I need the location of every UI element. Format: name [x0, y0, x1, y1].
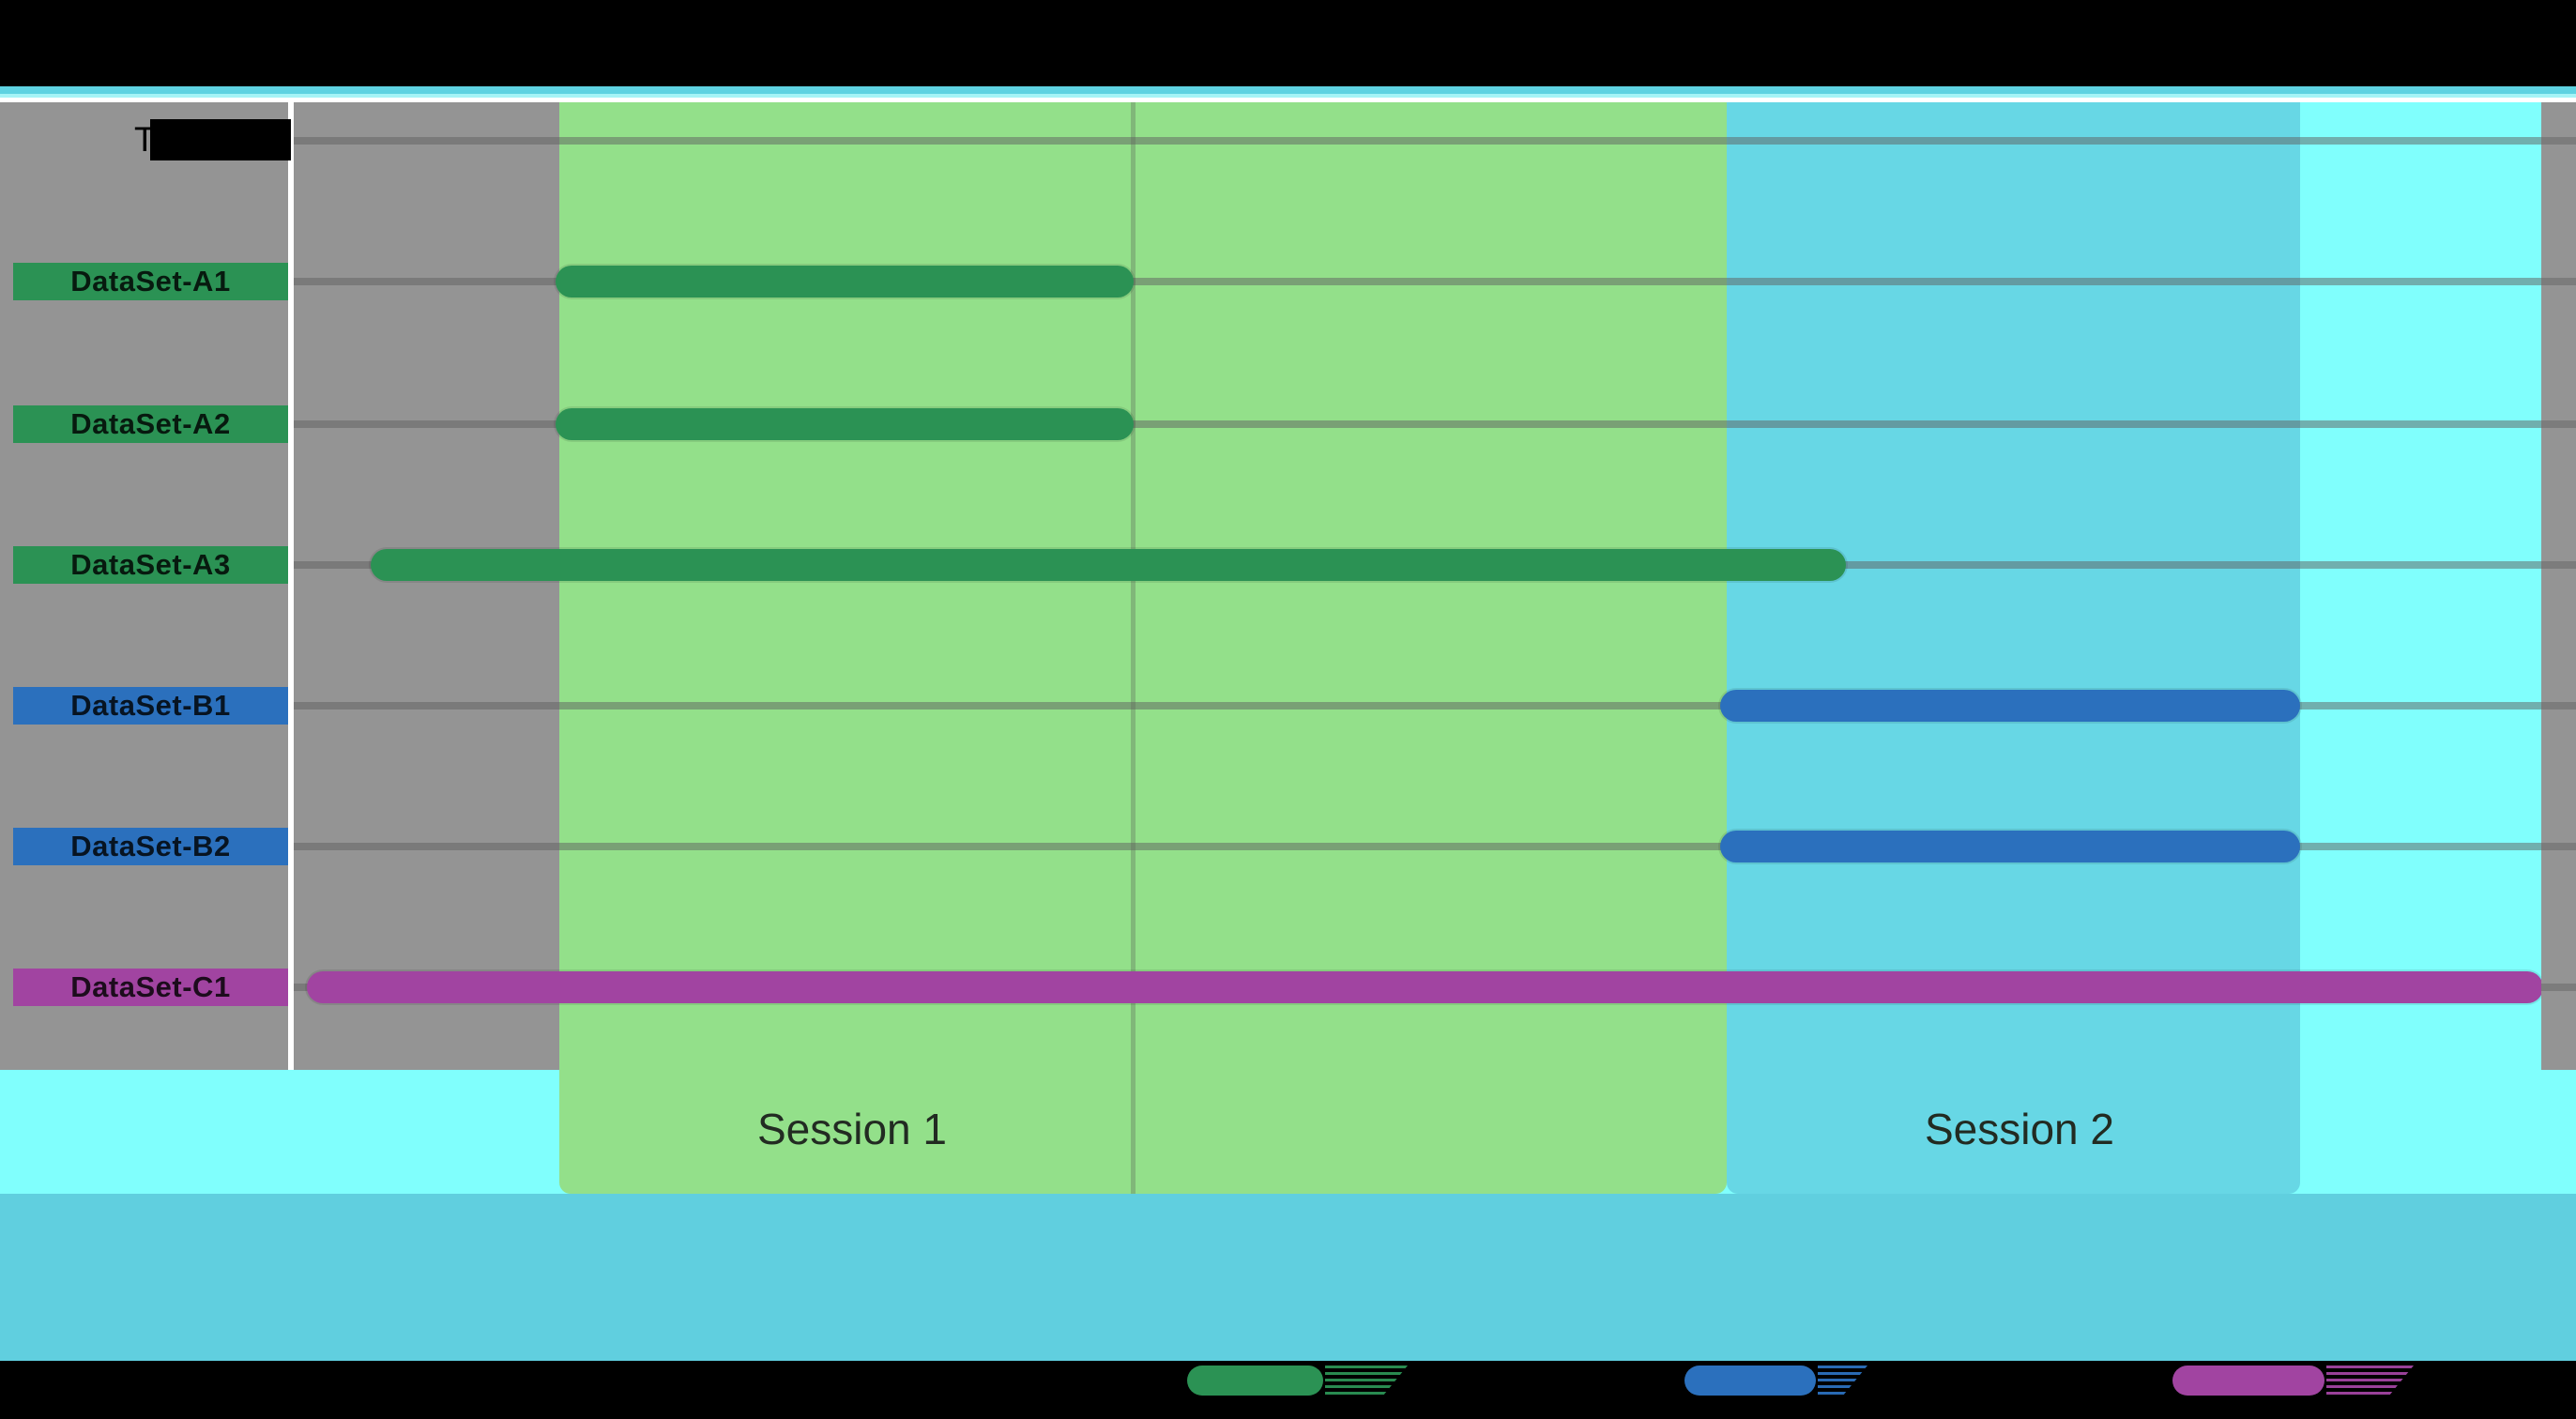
legend-group-a-swatch[interactable]: [1187, 1366, 1323, 1396]
row-gridline-stub-4: [2541, 702, 2576, 710]
row-gridline-stub-3: [2541, 561, 2576, 569]
legend-group-b-tail: [1818, 1366, 1867, 1396]
gantt-bar-dataset-a1[interactable]: [556, 266, 1134, 298]
gantt-bar-dataset-b1[interactable]: [1720, 690, 2300, 722]
label-column-divider: [288, 102, 294, 1070]
task-label-column: [0, 102, 288, 1070]
page-band-top: [0, 86, 2576, 94]
legend-group-a-tail: [1325, 1366, 1408, 1396]
plot-right-margin: [2541, 102, 2576, 1070]
session1-mid-gridline: [1131, 102, 1136, 1194]
legend-group-c-tail: [2326, 1366, 2414, 1396]
legend-group-c-swatch[interactable]: [2172, 1366, 2324, 1396]
gantt-bar-dataset-c1[interactable]: [307, 971, 2543, 1003]
row-label-dataset-c1: DataSet-C1: [13, 969, 288, 1006]
row-gridline-5: [294, 843, 2576, 850]
chart-top-border: [0, 98, 2576, 102]
row-label-dataset-b1: DataSet-B1: [13, 687, 288, 725]
row-gridline-stub-2: [2541, 420, 2576, 428]
row-label-dataset-b2: DataSet-B2: [13, 828, 288, 865]
row-gridline-stub-6: [2541, 984, 2576, 991]
page-band-bottom: [0, 1194, 2576, 1361]
gantt-bar-dataset-b2[interactable]: [1720, 831, 2300, 862]
row-gridline-4: [294, 702, 2576, 710]
row-gridline-2: [294, 420, 2576, 428]
row-gridline-stub-0: [2541, 137, 2576, 145]
gantt-bar-dataset-a2[interactable]: [556, 408, 1134, 440]
row-label-dataset-a2: DataSet-A2: [13, 405, 288, 443]
legend-group-b-swatch[interactable]: [1684, 1366, 1816, 1396]
row-gridline-1: [294, 278, 2576, 285]
row-label-dataset-a3: DataSet-A3: [13, 546, 288, 584]
row-label-dataset-a1: DataSet-A1: [13, 263, 288, 300]
row-gridline-0: [294, 137, 2576, 145]
row-gridline-stub-5: [2541, 843, 2576, 850]
task-header-redaction-box: [150, 119, 291, 160]
plot-left-margin: [294, 102, 559, 1070]
session-label-session-1: Session 1: [756, 1105, 948, 1153]
gantt-bar-dataset-a3[interactable]: [371, 549, 1846, 581]
page-band-top-highlight: [0, 94, 2576, 98]
session-label-session-2: Session 2: [1924, 1105, 2115, 1153]
row-gridline-stub-1: [2541, 278, 2576, 285]
session-band-session-2: [1727, 102, 2300, 1194]
